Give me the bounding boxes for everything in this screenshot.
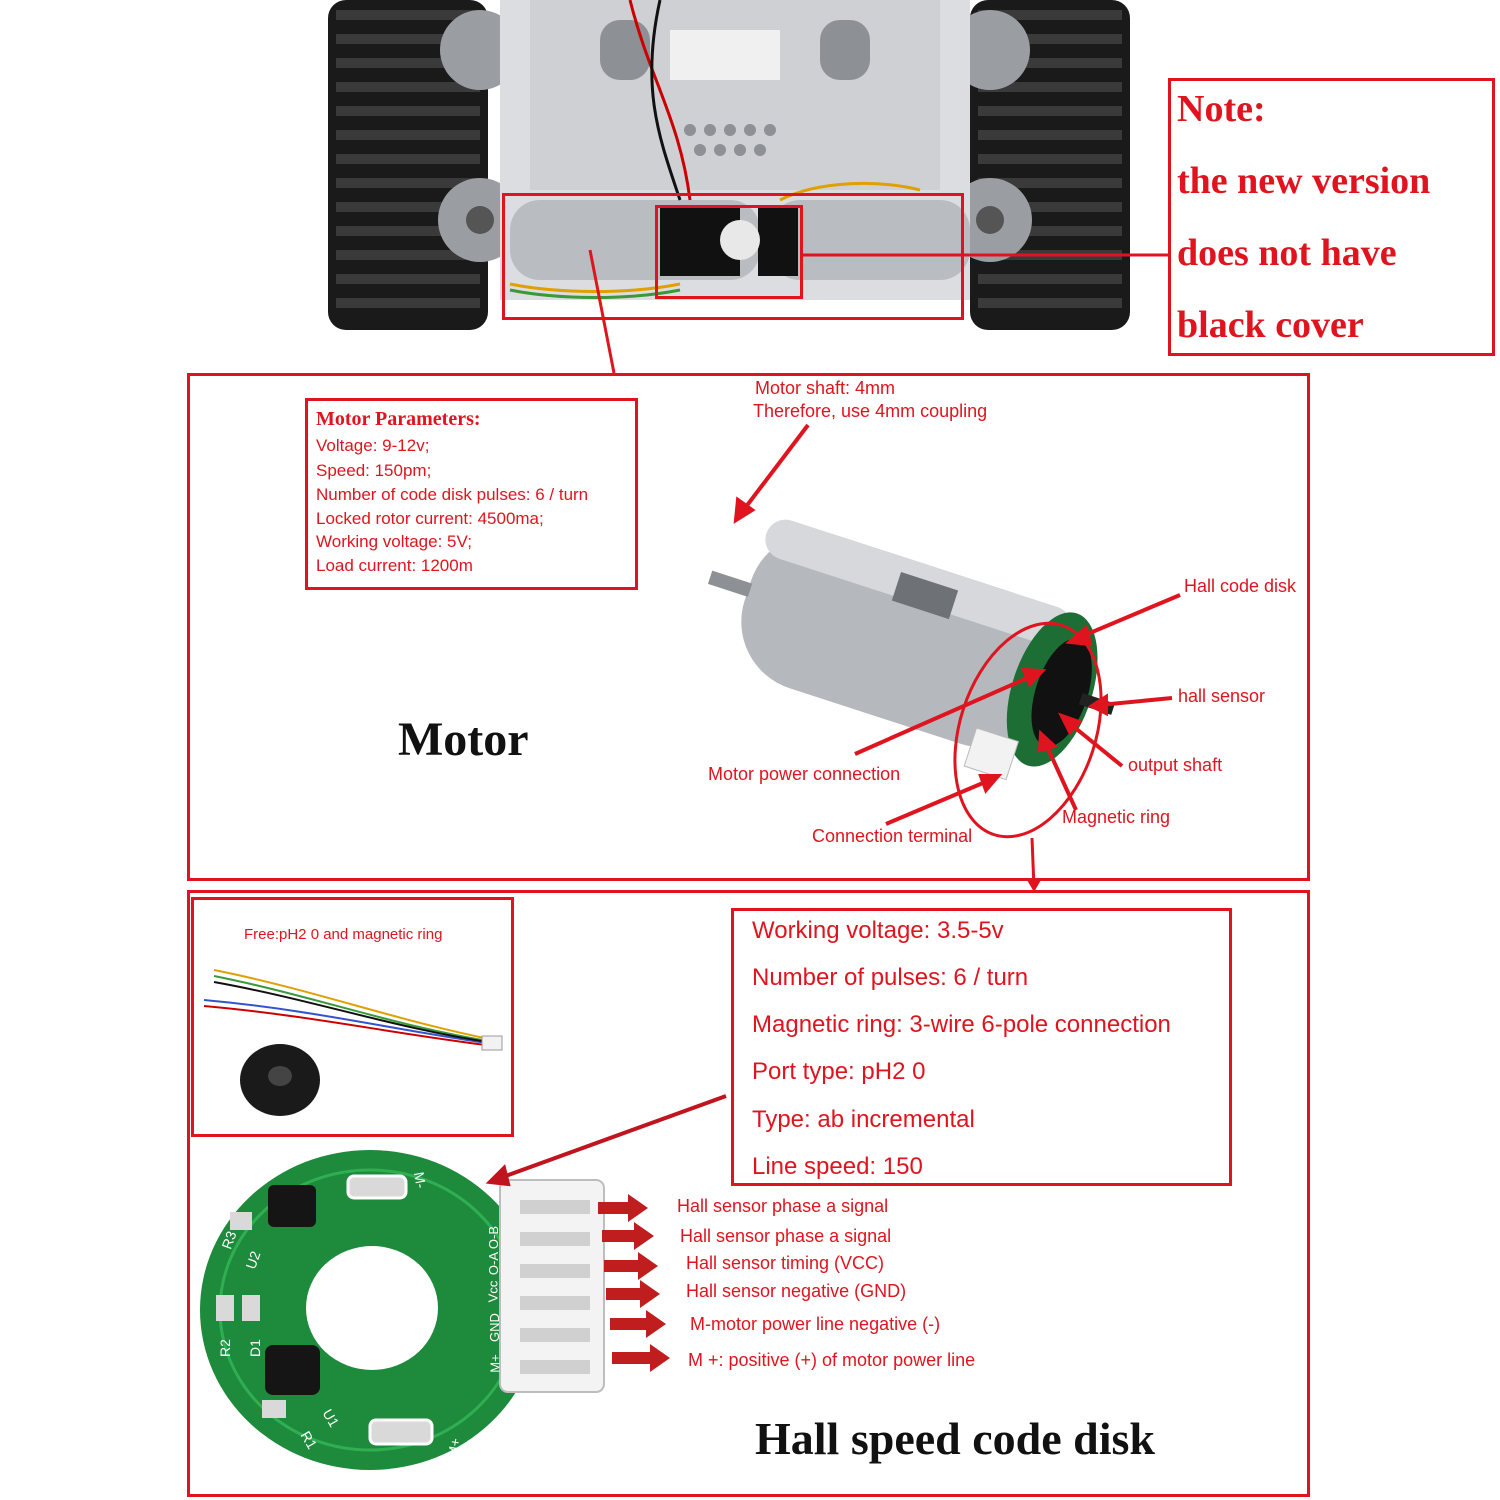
- pcb-label-vcc: Vcc: [485, 1280, 501, 1303]
- note-box: Note: the new version does not have blac…: [1168, 78, 1495, 356]
- magnetic-ring-label: Magnetic ring: [1062, 807, 1171, 827]
- output-shaft-label: output shaft: [1128, 755, 1223, 775]
- hall-spec-port-type: Port type: pH2 0: [752, 1058, 926, 1085]
- motor-param-speed: Speed: 150pm;: [316, 461, 432, 480]
- pin-label-vcc: Hall sensor timing (VCC): [686, 1253, 885, 1273]
- hall-spec-working-voltage: Working voltage: 3.5-5v: [752, 917, 1004, 944]
- hall-spec-pulses: Number of pulses: 6 / turn: [752, 964, 1029, 991]
- motor-param-working-voltage: Working voltage: 5V;: [316, 532, 472, 551]
- hall-section-box: [187, 890, 1310, 1497]
- connection-terminal-label: Connection terminal: [812, 826, 973, 846]
- pcb-label-m-minus: M-: [410, 1170, 430, 1190]
- motor-param-locked-current: Locked rotor current: 4500ma;: [316, 509, 544, 528]
- pcb-label-m-plus: M+: [487, 1354, 503, 1373]
- pcb-label-m-plus-top: M+: [444, 1436, 464, 1460]
- motor-params-title: Motor Parameters:: [316, 408, 481, 430]
- coupling-label: Therefore, use 4mm coupling: [753, 401, 988, 421]
- note-line-3: black cover: [1177, 304, 1364, 346]
- pcb-label-gnd: GND: [486, 1313, 502, 1342]
- motor-param-load-current: Load current: 1200m: [316, 556, 473, 575]
- pin-label-motor-positive: M +: positive (+) of motor power line: [688, 1350, 976, 1370]
- motor-param-voltage: Voltage: 9-12v;: [316, 436, 430, 455]
- motor-section-box: [187, 373, 1310, 881]
- motor-highlight-box: [502, 193, 964, 320]
- motor-shaft-label: Motor shaft: 4mm: [755, 378, 896, 398]
- hall-specs-box: Working voltage: 3.5-5v Number of pulses…: [731, 908, 1232, 1186]
- pcb-label-o-a: O-A: [486, 1251, 502, 1276]
- pin-label-phase-a-2: Hall sensor phase a signal: [680, 1226, 892, 1246]
- hall-spec-line-speed: Line speed: 150: [752, 1153, 923, 1180]
- pin-label-motor-negative: M-motor power line negative (-): [690, 1314, 941, 1334]
- pcb-label-o-b: O-B: [486, 1225, 502, 1250]
- motor-power-connection-label: Motor power connection: [708, 764, 901, 784]
- hall-sensor-label: hall sensor: [1178, 686, 1266, 706]
- motor-title: Motor: [398, 713, 529, 766]
- free-items-box: Free:pH2 0 and magnetic ring: [191, 897, 514, 1137]
- hall-spec-type: Type: ab incremental: [752, 1106, 975, 1133]
- pin-label-phase-a-1: Hall sensor phase a signal: [677, 1196, 889, 1216]
- hall-code-disk-label: Hall code disk: [1184, 576, 1297, 596]
- note-line-2: does not have: [1177, 232, 1397, 274]
- note-title: Note:: [1177, 88, 1266, 130]
- pcb-label-d1: D1: [246, 1339, 263, 1357]
- hall-spec-magnetic-ring: Magnetic ring: 3-wire 6-pole connection: [752, 1011, 1171, 1038]
- pin-label-gnd: Hall sensor negative (GND): [686, 1281, 907, 1301]
- wire-and-ring-illustration: [203, 969, 503, 1116]
- cover-highlight-box: [655, 205, 803, 299]
- motor-params-box: Motor Parameters: Voltage: 9-12v; Speed:…: [305, 398, 638, 590]
- pcb-label-r2: R2: [216, 1339, 233, 1357]
- free-items-caption: Free:pH2 0 and magnetic ring: [244, 926, 443, 943]
- motor-param-pulses: Number of code disk pulses: 6 / turn: [316, 485, 589, 504]
- hall-section-title: Hall speed code disk: [755, 1413, 1156, 1464]
- note-line-1: the new version: [1177, 160, 1431, 202]
